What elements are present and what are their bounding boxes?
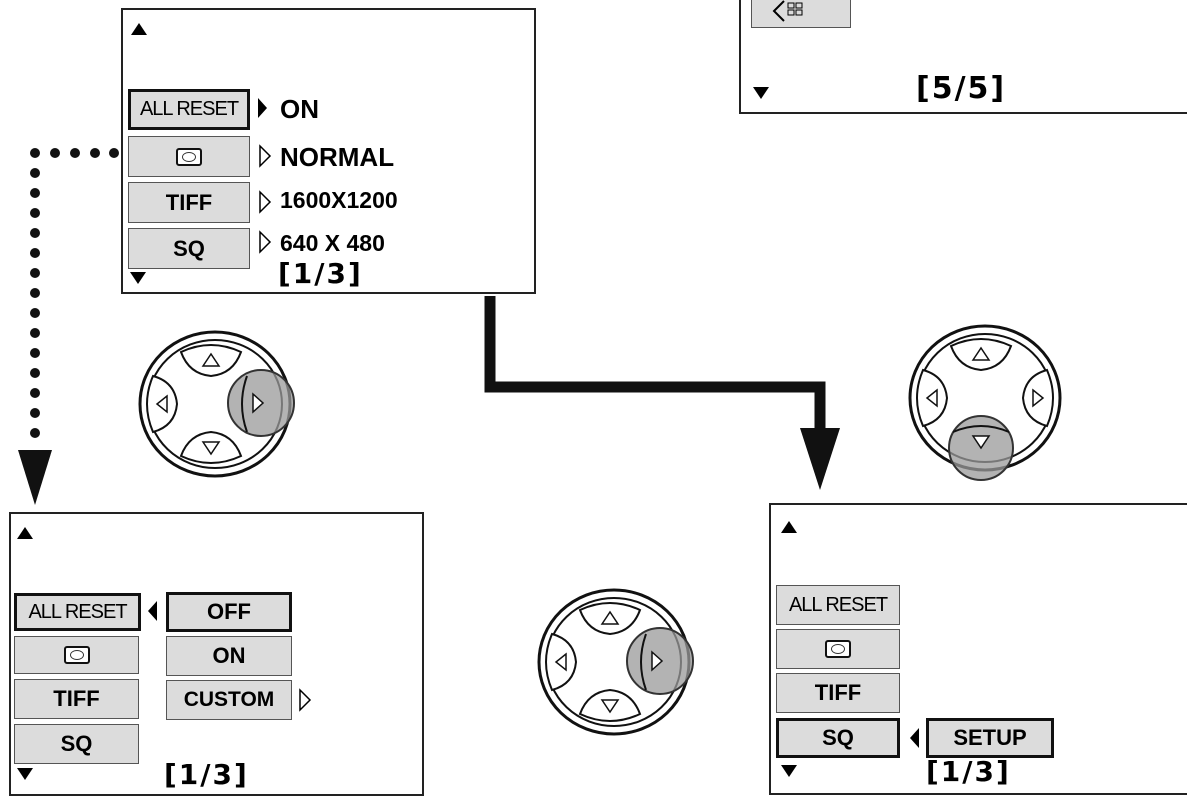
- arrow-down-icon: [800, 428, 840, 490]
- sq-label: SQ: [173, 235, 205, 261]
- scroll-down-icon[interactable]: [753, 87, 769, 99]
- menu-icon-button[interactable]: [751, 0, 851, 28]
- option-off[interactable]: OFF: [166, 592, 292, 632]
- tiff-label: TIFF: [53, 686, 100, 711]
- page-indicator: [5/5]: [916, 71, 1007, 106]
- sq-button[interactable]: SQ: [128, 228, 250, 269]
- sq-value: 640 X 480: [280, 230, 385, 256]
- option-on[interactable]: ON: [166, 636, 292, 676]
- option-off-label: OFF: [207, 599, 251, 624]
- pointer-outline-icon: [259, 230, 272, 254]
- image-quality-button[interactable]: [14, 636, 139, 674]
- page-indicator: [1/3]: [278, 257, 363, 290]
- arrow-down-icon: [18, 450, 52, 505]
- menu-panel-bottom-right: ALL RESET TIFF SQ SETUP [1/3]: [769, 503, 1187, 795]
- scroll-up-icon[interactable]: [781, 521, 797, 533]
- setup-button[interactable]: SETUP: [926, 718, 1054, 758]
- image-quality-icon: [176, 147, 202, 166]
- scroll-down-icon[interactable]: [781, 765, 797, 777]
- image-quality-button[interactable]: [128, 136, 250, 177]
- all-reset-value: ON: [280, 94, 319, 124]
- option-on-label: ON: [212, 643, 246, 668]
- page-indicator: [1/3]: [164, 758, 249, 791]
- option-custom[interactable]: CUSTOM: [166, 680, 292, 720]
- menu-panel-page5: [5/5]: [739, 0, 1187, 114]
- sq-button[interactable]: SQ: [776, 718, 900, 758]
- dpad-right-pressed[interactable]: [133, 330, 303, 480]
- tiff-button[interactable]: TIFF: [128, 182, 250, 223]
- tiff-value: 1600X1200: [280, 187, 398, 213]
- all-reset-button[interactable]: ALL RESET: [14, 593, 141, 631]
- pointer-outline-icon: [259, 144, 272, 168]
- page-indicator: [1/3]: [926, 755, 1011, 788]
- quality-value: NORMAL: [280, 142, 395, 172]
- scroll-up-icon[interactable]: [17, 527, 33, 539]
- sq-label: SQ: [822, 725, 854, 750]
- setup-label: SETUP: [953, 725, 1027, 750]
- sq-button[interactable]: SQ: [14, 724, 139, 764]
- all-reset-button[interactable]: ALL RESET: [776, 585, 900, 625]
- pointer-solid-icon: [148, 601, 157, 621]
- pointer-outline-icon: [299, 688, 312, 712]
- scroll-down-icon[interactable]: [17, 768, 33, 780]
- sq-label: SQ: [60, 731, 93, 756]
- menu-panel-top: ALL RESET ON NORMAL TIFF 1600X1200 SQ 64…: [121, 8, 536, 294]
- option-custom-label: CUSTOM: [183, 688, 275, 711]
- menu-panel-bottom-left: ALL RESET OFF ON TIFF CUSTOM SQ [1/3]: [9, 512, 424, 796]
- all-reset-label: ALL RESET: [788, 593, 888, 616]
- dotted-connector: [30, 148, 119, 438]
- pointer-solid-icon: [910, 728, 919, 748]
- dpad-right-pressed[interactable]: [532, 588, 702, 738]
- pointer-outline-icon: [259, 190, 272, 214]
- tiff-button[interactable]: TIFF: [776, 673, 900, 713]
- image-quality-icon: [825, 640, 851, 658]
- scroll-down-icon[interactable]: [130, 272, 146, 284]
- all-reset-label: ALL RESET: [28, 600, 127, 623]
- dpad-down-pressed[interactable]: [901, 322, 1071, 482]
- setup-icon: [772, 0, 803, 22]
- tiff-label: TIFF: [165, 189, 213, 215]
- scroll-up-icon[interactable]: [131, 23, 147, 35]
- image-quality-button[interactable]: [776, 629, 900, 669]
- tiff-label: TIFF: [814, 680, 862, 705]
- all-reset-label: ALL RESET: [139, 98, 239, 120]
- image-quality-icon: [63, 646, 90, 664]
- all-reset-button[interactable]: ALL RESET: [128, 89, 250, 130]
- pointer-solid-icon: [258, 98, 267, 118]
- solid-connector: [484, 296, 826, 435]
- tiff-button[interactable]: TIFF: [14, 679, 139, 719]
